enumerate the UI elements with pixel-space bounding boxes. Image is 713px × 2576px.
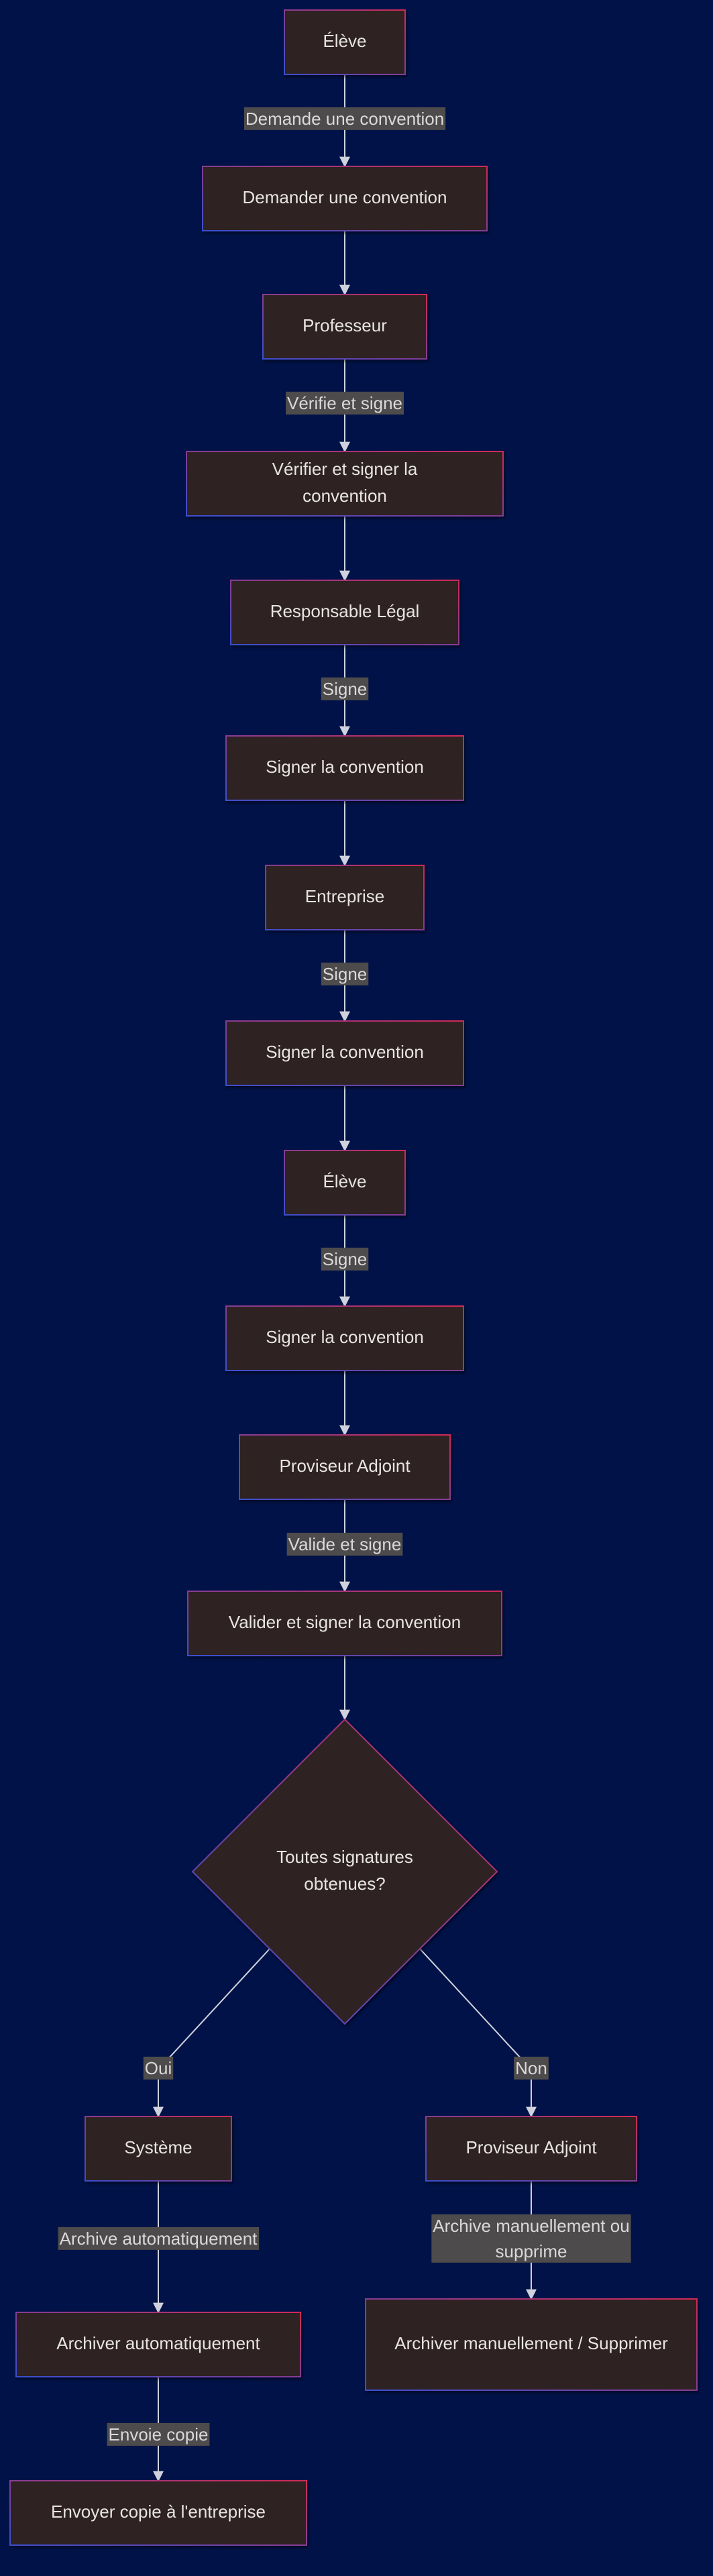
edge-label-professeur-to-verifier: Vérifie et signe [286, 391, 404, 415]
node-label: Signer la convention [266, 1327, 424, 1347]
edge-label-text: Non [515, 2058, 547, 2078]
edge-label-text: Demande une convention [245, 109, 444, 129]
flow-node-archiver_auto: Archiver automatiquement [15, 2312, 301, 2377]
edge-label-text: Oui [145, 2058, 172, 2078]
node-box-shape [425, 2116, 637, 2182]
edge-arrow-decision-to-proviseur2 [419, 1947, 537, 2118]
node-label: Système [124, 2137, 192, 2157]
flow-node-demander: Demander une convention [202, 166, 488, 231]
edge-label-text: Envoie copie [109, 2424, 209, 2445]
edge-label-text: Valide et signe [288, 1534, 402, 1554]
flow-node-responsable: Responsable Légal [230, 580, 459, 645]
node-label: Proviseur Adjoint [465, 2137, 597, 2157]
node-label: Signer la convention [266, 757, 424, 777]
node-label: Élève [323, 1171, 366, 1191]
edge-label-entreprise-to-signer2: Signe [321, 962, 369, 985]
flow-node-signer2: Signer la convention [225, 1020, 464, 1086]
edge-label-background [514, 2056, 549, 2080]
flow-node-professeur: Professeur [262, 294, 427, 360]
edge-label-background [143, 2056, 174, 2080]
node-box-shape [262, 294, 427, 360]
edge-label-background [243, 107, 446, 130]
edge-label-decision-to-proviseur2: Non [514, 2056, 549, 2080]
node-label: Valider et signer la convention [229, 1612, 461, 1632]
edge-label-background [286, 1532, 403, 1556]
flow-node-proviseur1: Proviseur Adjoint [239, 1434, 451, 1500]
flow-node-systeme: Système [85, 2116, 232, 2182]
node-box-shape [284, 1150, 406, 1216]
flow-node-signer1: Signer la convention [225, 735, 464, 801]
node-box-shape [186, 451, 504, 517]
node-label: Professeur [303, 315, 387, 335]
node-label: Entreprise [305, 886, 385, 906]
flow-node-valider: Valider et signer la convention [187, 1591, 502, 1656]
flow-node-archiver_manuel: Archiver manuellement / Supprimer [365, 2298, 698, 2391]
node-box-shape [9, 2480, 307, 2546]
flow-node-signer3: Signer la convention [225, 1305, 464, 1371]
node-label: Archiver manuellement / Supprimer [394, 2333, 668, 2353]
node-label: Archiver automatiquement [56, 2333, 260, 2353]
edge-label-background [107, 2422, 210, 2446]
node-box-shape [239, 1434, 451, 1500]
node-box-shape [202, 166, 488, 231]
edge-arrow-decision-to-systeme [153, 1947, 271, 2118]
node-label: Élève [323, 31, 366, 51]
edge-label-text: Signe [323, 679, 368, 699]
node-label: Envoyer copie à l'entreprise [51, 2502, 266, 2522]
flow-node-entreprise: Entreprise [265, 865, 425, 930]
edge-label-text: Vérifie et signe [287, 393, 402, 413]
edge-label-text: Signe [323, 964, 368, 984]
node-box-shape [284, 9, 406, 75]
decision-diamond-shape [191, 1718, 498, 2025]
edge-label-systeme-to-archiver_auto: Archive automatiquement [58, 2226, 260, 2250]
flow-node-proviseur2: Proviseur Adjoint [425, 2116, 637, 2182]
edge-label-decision-to-systeme: Oui [143, 2056, 174, 2080]
node-label: Signer la convention [266, 1042, 424, 1062]
node-label: Proviseur Adjoint [279, 1456, 410, 1476]
edge-label-text: Archive automatiquement [60, 2229, 258, 2249]
node-label: Demander une convention [243, 187, 447, 207]
edge-label-eleve1-to-demander: Demande une convention [243, 107, 446, 130]
edge-label-background [286, 391, 404, 415]
node-box-shape [225, 735, 464, 801]
node-box-shape [225, 1020, 464, 1086]
node-box-shape [225, 1305, 464, 1371]
flow-node-eleve1: Élève [284, 9, 406, 75]
edge-label-responsable-to-signer1: Signe [321, 677, 369, 700]
edge-label-archiver_auto-to-envoyer: Envoie copie [107, 2422, 210, 2446]
edge-label-background [321, 677, 369, 700]
node-label: Responsable Légal [270, 601, 420, 621]
flow-node-envoyer: Envoyer copie à l'entreprise [9, 2480, 307, 2546]
node-box-shape [85, 2116, 232, 2182]
edge-label-background [321, 1247, 369, 1271]
flow-node-eleve2: Élève [284, 1150, 406, 1216]
node-box-shape [265, 865, 425, 930]
edge-label-eleve2-to-signer3: Signe [321, 1247, 369, 1271]
node-box-shape [230, 580, 459, 645]
node-box-shape [15, 2312, 301, 2377]
node-box-shape [187, 1591, 502, 1656]
edge-label-background [431, 2214, 631, 2263]
edge-label-background [58, 2226, 260, 2250]
edge-label-background [321, 962, 369, 985]
edge-label-text: Signe [323, 1249, 368, 1269]
node-box-shape [365, 2298, 698, 2391]
edge-label-proviseur1-to-valider: Valide et signe [286, 1532, 403, 1556]
